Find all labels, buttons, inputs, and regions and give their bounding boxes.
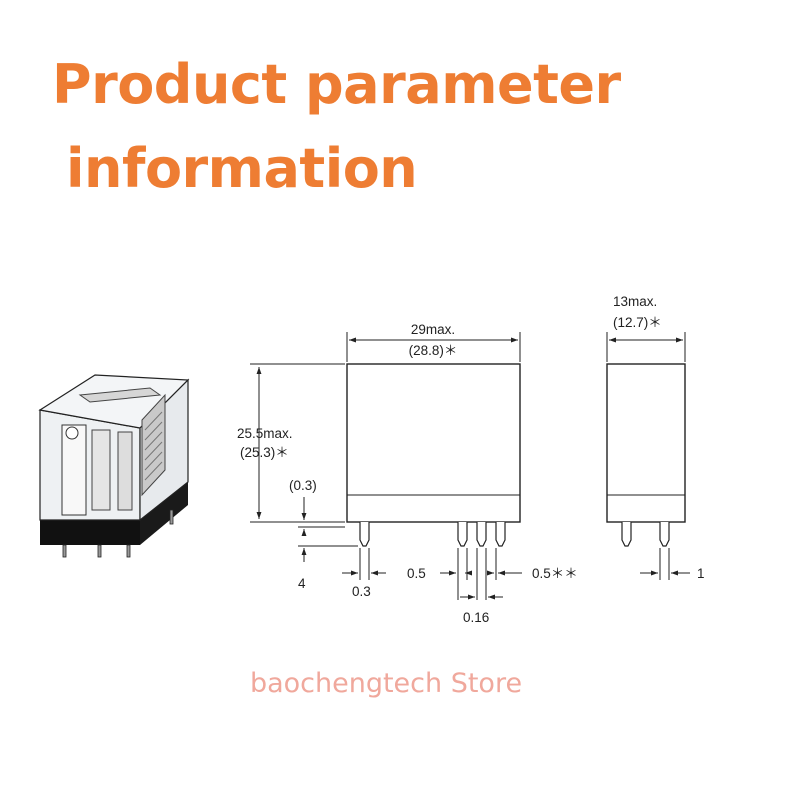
height-label: 25.5max.: [237, 426, 293, 441]
depth-alt-label: (12.7)＊: [613, 315, 662, 330]
relay-product-image: [38, 374, 190, 558]
pin-length-label: 4: [298, 576, 306, 591]
side-pin-label: 1: [697, 566, 705, 581]
front-view-body: [346, 363, 521, 523]
pin-spacing-label: 0.16: [463, 610, 489, 625]
front-view: 29max. (28.8)＊ 25.5max. (25.3)＊ (0.3) 4 …: [237, 322, 578, 625]
title-line-1: Product parameter: [52, 53, 621, 116]
store-name: baochengtech Store: [249, 668, 523, 699]
pin-width-label: 0.3: [352, 584, 371, 599]
side-view: 13max. (12.7)＊ 1: [606, 294, 705, 581]
side-view-body: [606, 363, 686, 523]
width-label: 29max.: [411, 322, 455, 337]
title-line-2: information: [66, 137, 418, 200]
base-gap-label: (0.3): [289, 478, 317, 493]
height-alt-label: (25.3)＊: [240, 445, 289, 460]
pin-gap-label-b: 0.5＊＊: [532, 566, 578, 581]
pin-gap-label-a: 0.5: [407, 566, 426, 581]
width-alt-label: (28.8)＊: [409, 343, 458, 358]
front-view-pins: [359, 522, 506, 547]
depth-label: 13max.: [613, 294, 657, 309]
